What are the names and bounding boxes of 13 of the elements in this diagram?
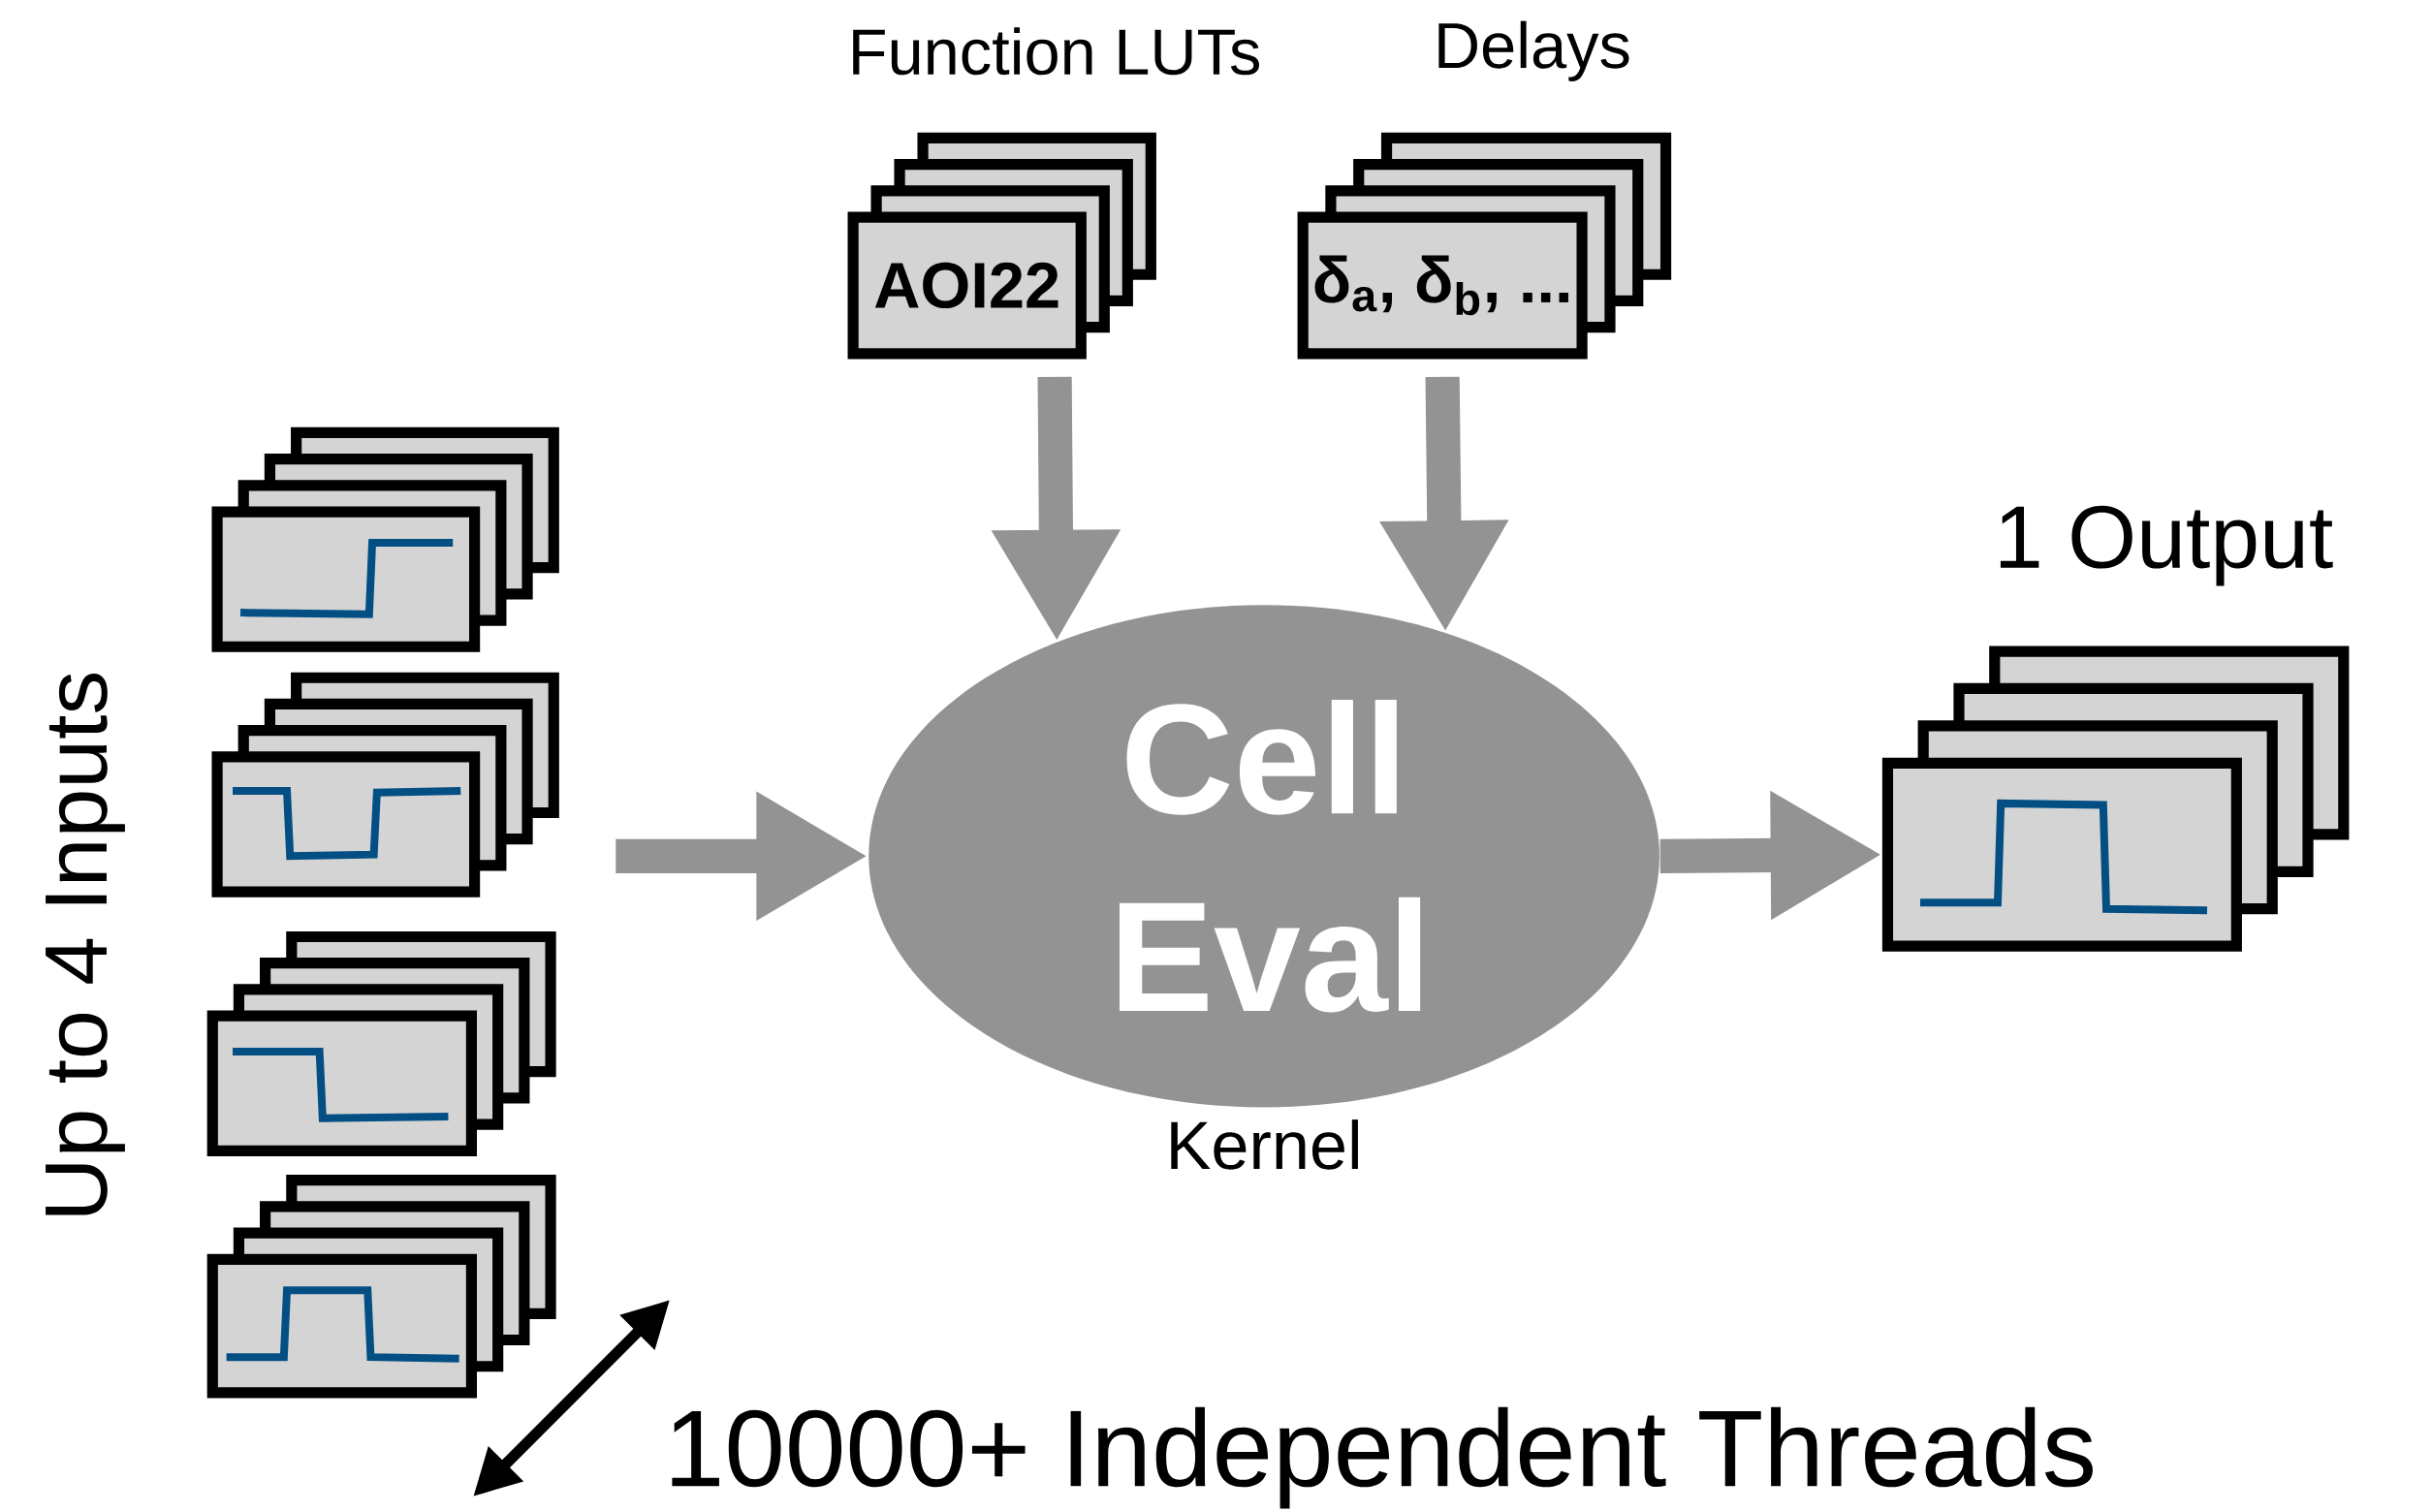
card-stack: AOI22 — [847, 132, 1156, 360]
waveform-card-stack — [1881, 646, 2350, 952]
heading: 1 Output — [2000, 505, 2333, 586]
node-label: Kernel — [1171, 1119, 1358, 1170]
heading: Function LUTs — [853, 27, 1259, 76]
heading: Delays — [1438, 20, 1629, 81]
caption: 10000+ Independent Threads — [672, 1406, 2093, 1509]
waveform-card-stack — [206, 1175, 556, 1399]
waveform-card-stack — [211, 426, 559, 652]
card-stack: δ$_{a}$, δ$_{b}$, ... — [1297, 132, 1672, 360]
waveform-card-stack — [206, 930, 556, 1156]
axis-label: Up to 4 Inputs — [46, 674, 125, 1215]
waveform-card-stack — [211, 672, 559, 898]
